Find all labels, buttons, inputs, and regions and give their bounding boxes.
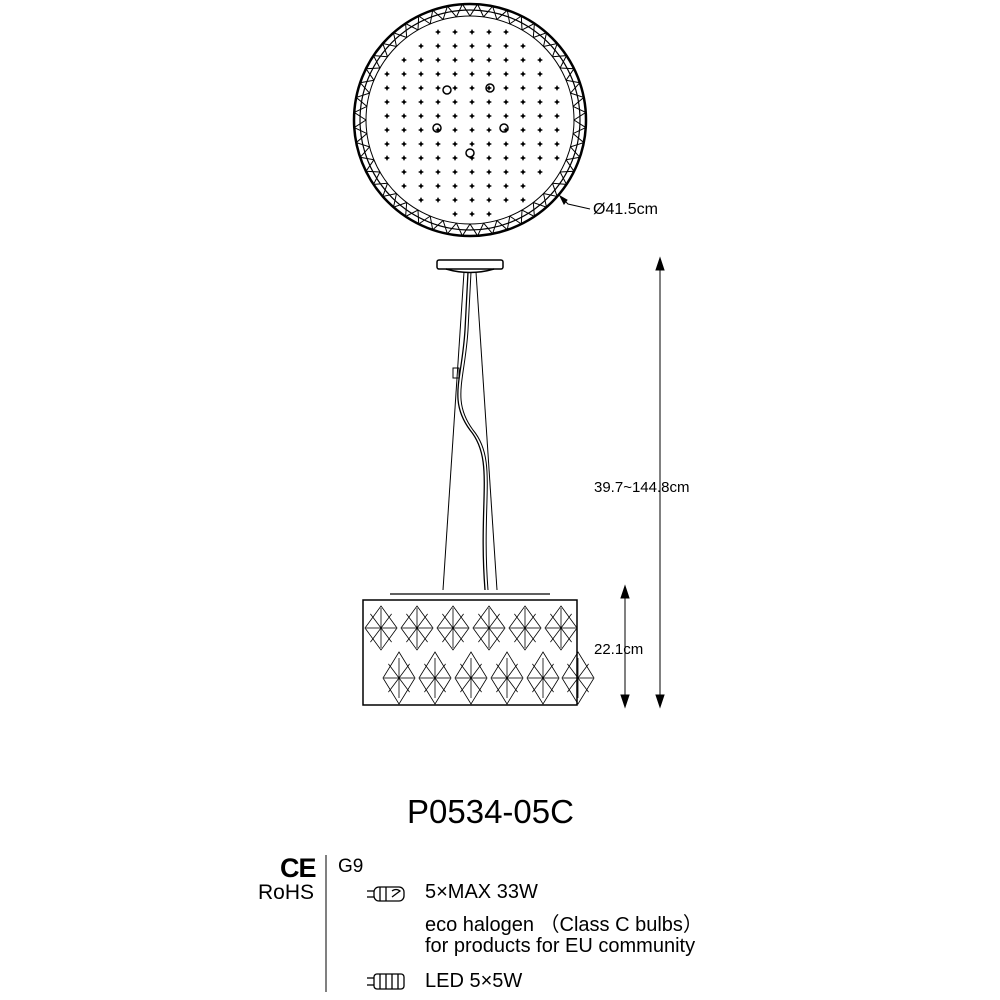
suspension-cables xyxy=(442,271,498,591)
bulb-holes xyxy=(432,83,509,158)
rim-crystals xyxy=(353,3,587,237)
led-bulb-icon xyxy=(367,973,405,990)
total-height-label: 39.7~144.8cm xyxy=(594,479,690,496)
shade-height-label: 22.1cm xyxy=(594,641,644,658)
ce-mark-icon: CE xyxy=(280,853,317,883)
halogen-spec-line1: 5×MAX 33W xyxy=(425,881,538,903)
led-spec: LED 5×5W xyxy=(425,970,523,992)
top-view xyxy=(352,2,591,238)
star-pattern xyxy=(384,29,560,217)
halogen-spec-line3: for products for EU community xyxy=(425,935,696,957)
model-number: P0534-05C xyxy=(407,793,574,830)
dimension-lines xyxy=(620,256,665,709)
crystal-shade xyxy=(362,593,595,706)
canopy xyxy=(436,259,504,274)
diameter-label: Ø41.5cm xyxy=(593,201,658,218)
rohs-label: RoHS xyxy=(258,881,315,904)
socket-type: G9 xyxy=(338,856,364,877)
halogen-bulb-icon xyxy=(367,886,405,902)
halogen-spec-line2: eco halogen （Class C bulbs） xyxy=(425,914,703,936)
